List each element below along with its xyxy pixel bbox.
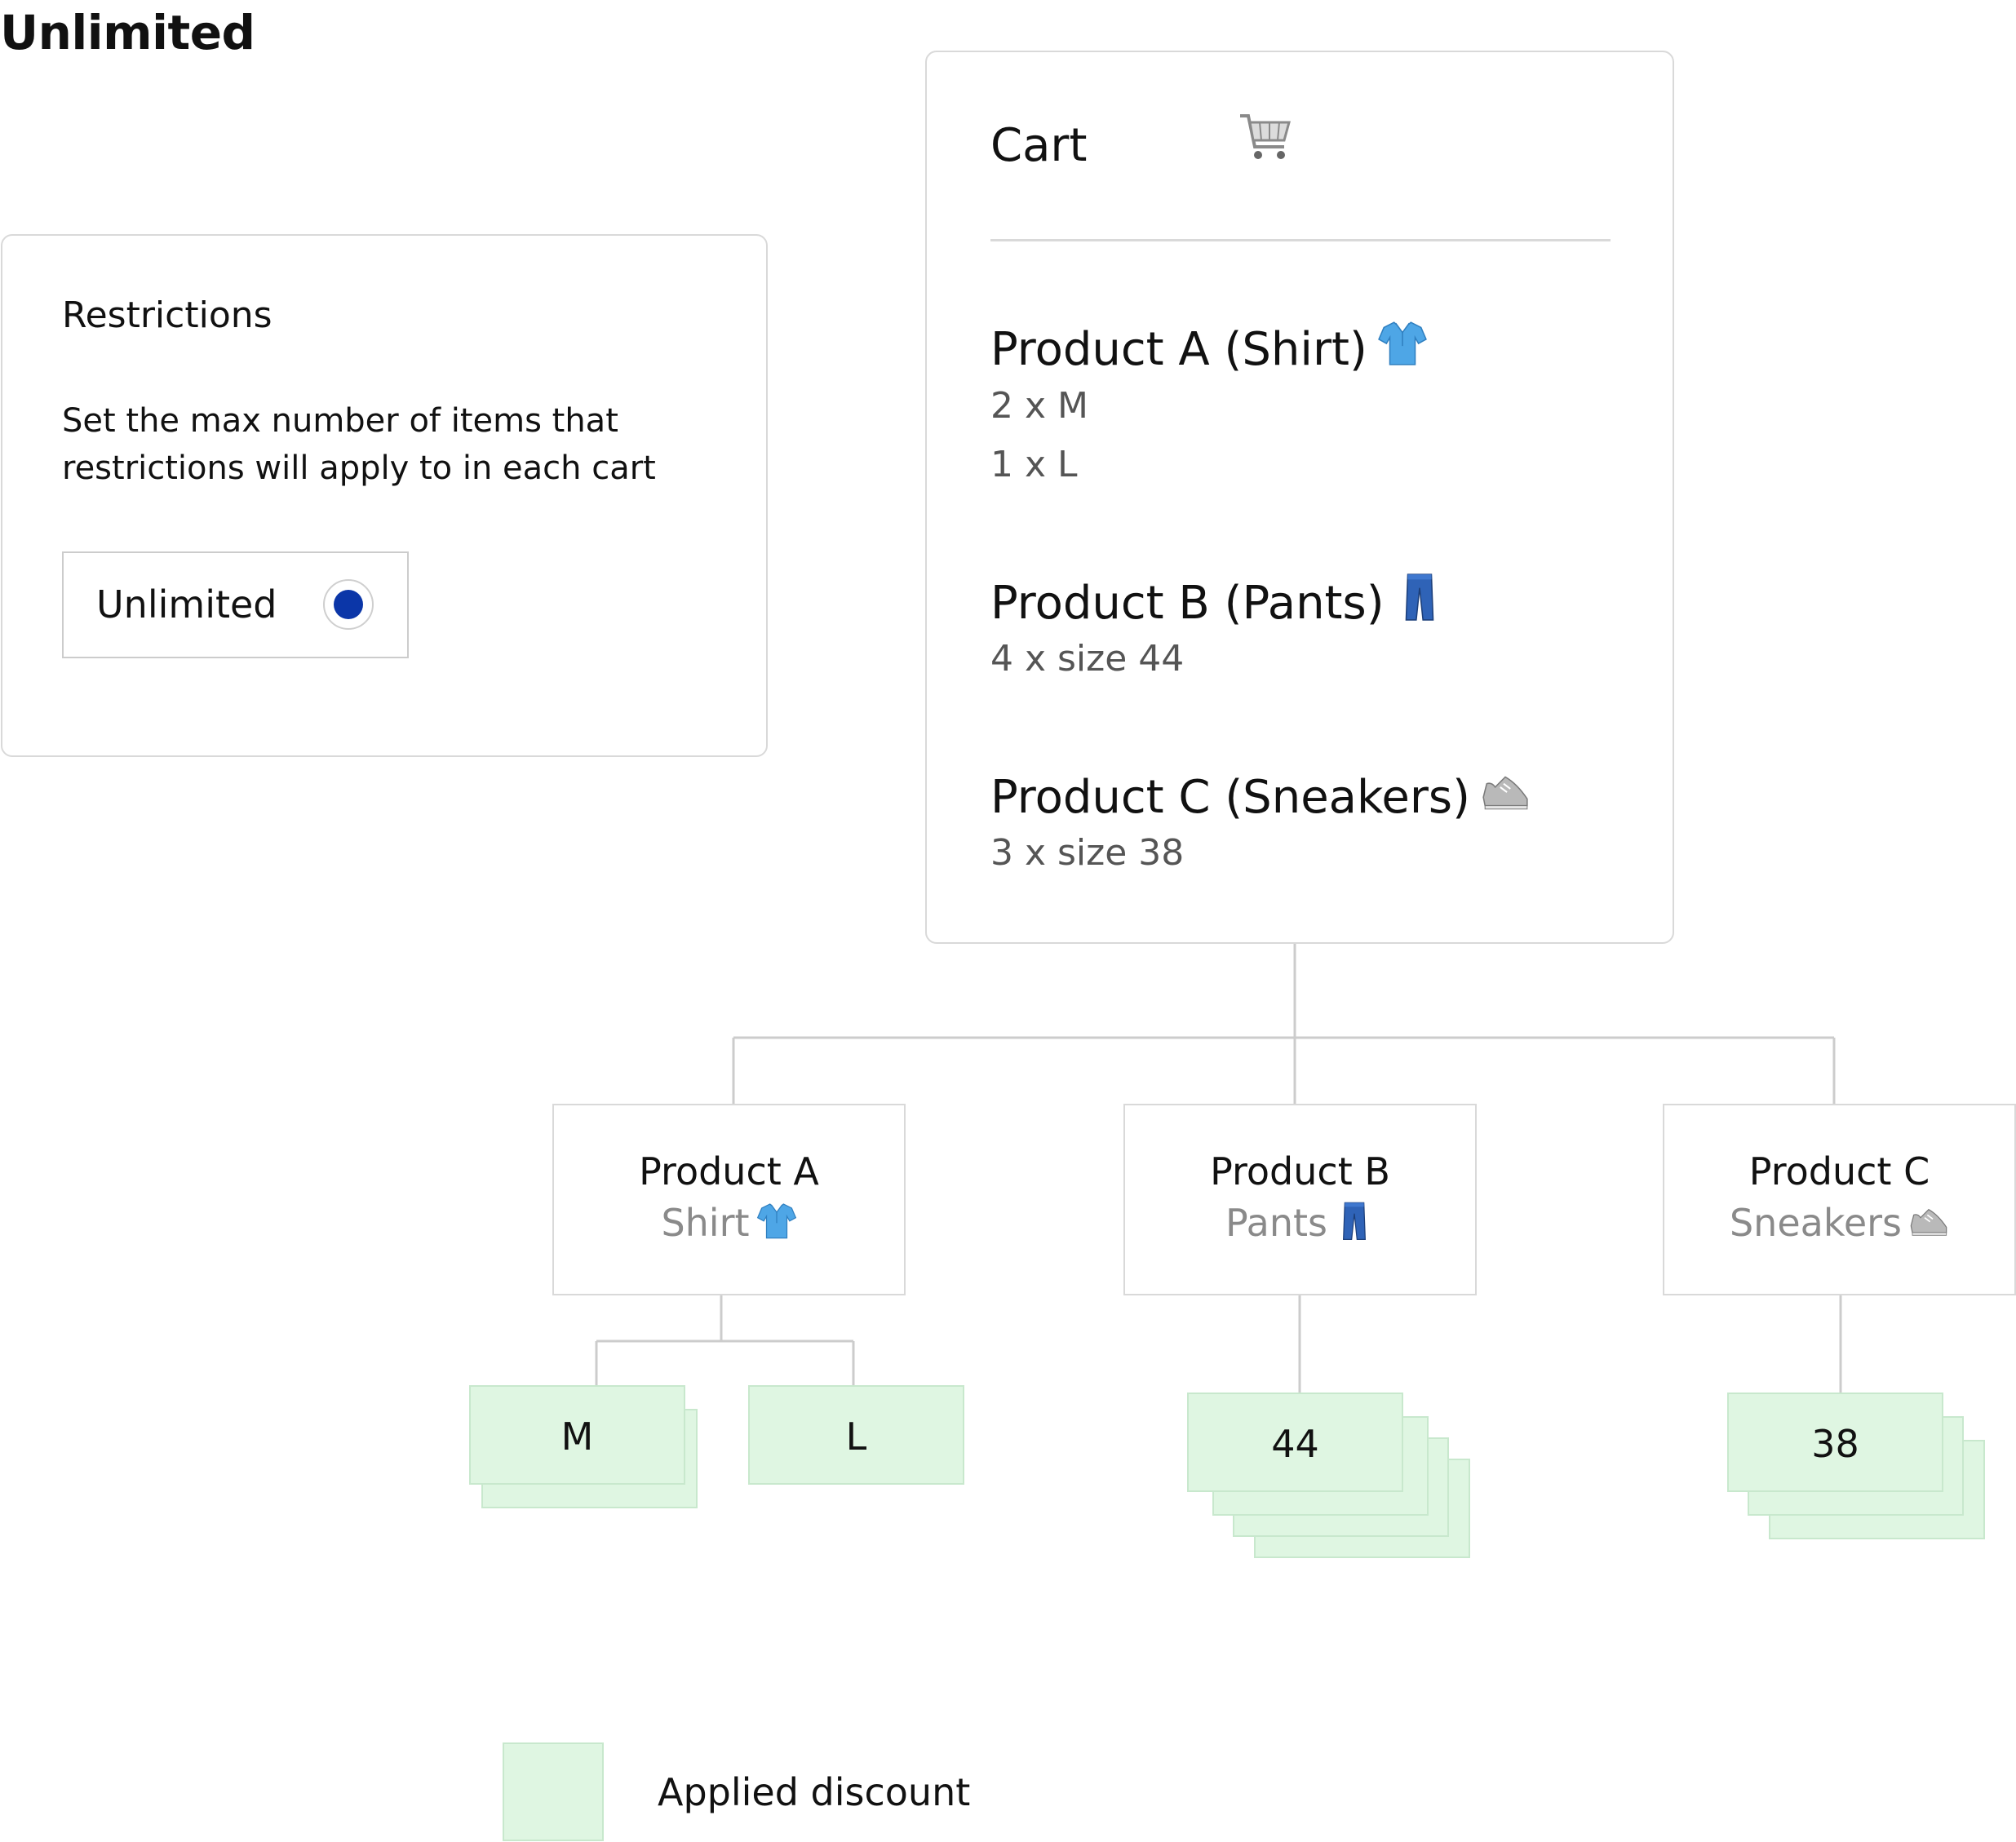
cart-product-b-line-1: 4 x size 44: [990, 638, 1185, 680]
node-product-b: Product B Pants: [1123, 1104, 1477, 1295]
cart-divider: [990, 239, 1611, 241]
unlimited-option[interactable]: Unlimited: [62, 551, 409, 658]
discount-chip-m: M: [469, 1385, 685, 1485]
cart-product-b-name: Product B (Pants): [990, 577, 1385, 630]
node-product-a-sub: Shirt: [554, 1200, 904, 1245]
restrictions-heading: Restrictions: [62, 294, 272, 336]
unlimited-radio[interactable]: [323, 579, 374, 630]
cart-product-c: Product C (Sneakers): [990, 765, 1531, 824]
restrictions-description: Set the max number of items that restric…: [62, 402, 656, 487]
discount-chip-l: L: [748, 1385, 964, 1485]
unlimited-option-label: Unlimited: [96, 582, 277, 627]
node-product-a-name: Product A: [639, 1149, 819, 1193]
jeans-icon: [1334, 1200, 1375, 1241]
sneaker-icon: [1908, 1200, 1949, 1241]
page-title: Unlimited: [0, 5, 255, 60]
cart-product-c-name: Product C (Sneakers): [990, 771, 1470, 824]
node-product-c-name: Product C: [1748, 1149, 1930, 1193]
chip-l-label: L: [845, 1415, 867, 1459]
cart-panel: Cart Product A (Shirt) 2 x M 1 x L Produ…: [925, 51, 1674, 944]
legend-label: Applied discount: [658, 1770, 971, 1814]
discount-chip-38: 38: [1727, 1393, 1943, 1492]
discount-chip-44: 44: [1187, 1393, 1403, 1492]
node-product-b-name: Product B: [1210, 1149, 1390, 1193]
radio-selected-dot: [334, 590, 363, 619]
chip-m-label: M: [560, 1415, 594, 1459]
cart-product-a: Product A (Shirt): [990, 317, 1428, 376]
chip-38-label: 38: [1811, 1422, 1859, 1466]
chip-44-label: 44: [1271, 1422, 1319, 1466]
node-product-b-sub: Pants: [1125, 1200, 1475, 1245]
cart-product-a-line-2: 1 x L: [990, 444, 1078, 485]
node-product-c-sub: Sneakers: [1664, 1200, 2014, 1245]
cart-title: Cart: [990, 119, 1088, 172]
cart-product-c-line-1: 3 x size 38: [990, 832, 1185, 874]
shirt-icon: [756, 1200, 797, 1241]
legend-swatch: [503, 1742, 604, 1841]
restrictions-panel: Restrictions Set the max number of items…: [1, 234, 768, 757]
node-product-c: Product C Sneakers: [1663, 1104, 2016, 1295]
cart-product-b: Product B (Pants): [990, 571, 1445, 630]
cart-product-a-name: Product A (Shirt): [990, 323, 1367, 376]
cart-product-a-line-1: 2 x M: [990, 385, 1088, 427]
node-product-a: Product A Shirt: [552, 1104, 906, 1295]
